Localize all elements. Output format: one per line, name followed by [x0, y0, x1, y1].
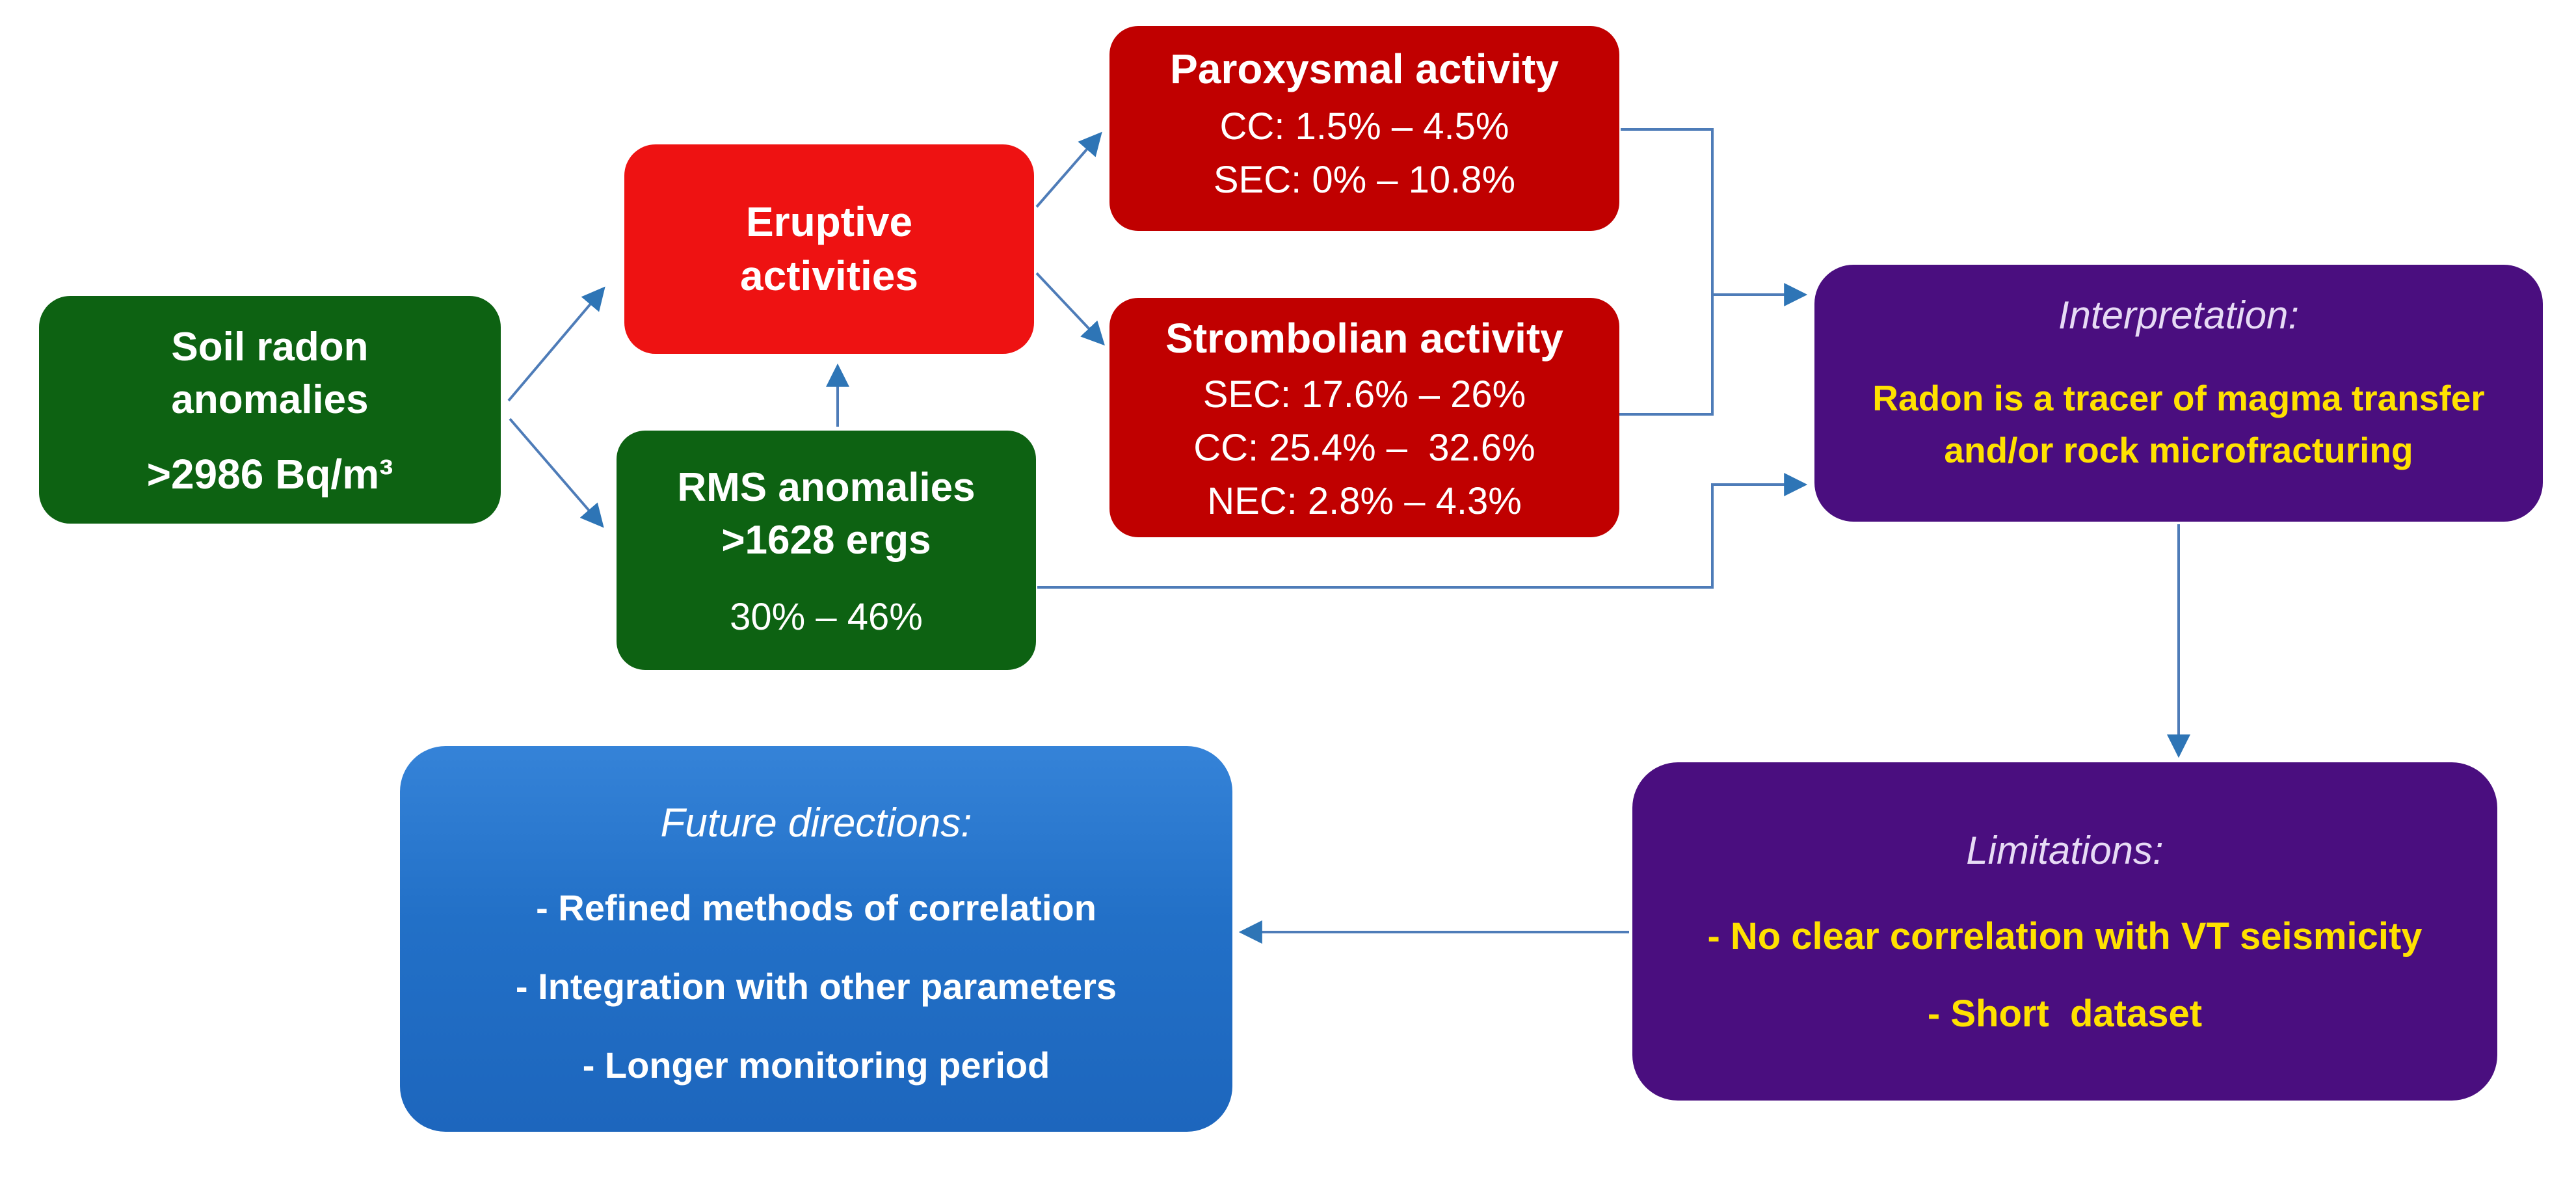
future-bullet-longer-monitoring: - Longer monitoring period: [582, 1045, 1050, 1086]
paroxysmal-cc-range: CC: 1.5% – 4.5%: [1219, 105, 1509, 148]
eruptive-title-line1: Eruptive: [745, 198, 913, 245]
node-limitations: Limitations: - No clear correlation with…: [1632, 762, 2497, 1101]
node-eruptive-activities: Eruptive activities: [624, 144, 1034, 354]
limitations-bullet-vt-seismicity: - No clear correlation with VT seismicit…: [1707, 915, 2423, 957]
eruptive-title-line2: activities: [740, 252, 918, 299]
soil-radon-threshold: >2986 Bq/m³: [146, 450, 393, 498]
future-directions-title: Future directions:: [660, 801, 972, 846]
strombolian-sec-range: SEC: 17.6% – 26%: [1202, 373, 1526, 416]
paroxysmal-title: Paroxysmal activity: [1170, 46, 1559, 92]
node-soil-radon-anomalies: Soil radon anomalies >2986 Bq/m³: [39, 296, 501, 524]
soil-radon-title-line1: Soil radon: [171, 325, 369, 370]
bracket-paroxysmal-strombolian: [1619, 128, 1714, 416]
arrow-eruptive-to-paroxysmal: [1035, 131, 1102, 208]
paroxysmal-sec-range: SEC: 0% – 10.8%: [1213, 158, 1516, 201]
node-strombolian-activity: Strombolian activity SEC: 17.6% – 26% CC…: [1109, 298, 1619, 537]
strombolian-cc-range: CC: 25.4% – 32.6%: [1193, 426, 1535, 469]
soil-radon-title-line2: anomalies: [171, 377, 369, 422]
rms-title-line2: >1628 ergs: [721, 517, 931, 563]
strombolian-nec-range: NEC: 2.8% – 4.3%: [1207, 480, 1522, 523]
interpretation-title: Interpretation:: [2058, 293, 2300, 337]
strombolian-title: Strombolian activity: [1165, 315, 1563, 362]
node-paroxysmal-activity: Paroxysmal activity CC: 1.5% – 4.5% SEC:…: [1109, 26, 1619, 231]
strombolian-values: SEC: 17.6% – 26% CC: 25.4% – 32.6% NEC: …: [1193, 368, 1535, 529]
eruptive-title: Eruptive activities: [740, 195, 918, 303]
interpretation-body-line2: and/or rock microfracturing: [1944, 429, 2413, 470]
arrow-soil-to-rms: [509, 418, 604, 528]
node-rms-anomalies: RMS anomalies >1628 ergs 30% – 46%: [617, 431, 1036, 670]
soil-radon-title: Soil radon anomalies: [171, 321, 368, 426]
arrow-soil-to-eruptive: [507, 286, 605, 402]
interpretation-body-line1: Radon is a tracer of magma transfer: [1872, 378, 2485, 418]
future-bullet-integration: - Integration with other parameters: [515, 966, 1117, 1008]
limitations-bullet-short-dataset: - Short dataset: [1927, 993, 2203, 1035]
rms-title-line1: RMS anomalies: [677, 465, 976, 510]
node-future-directions: Future directions: - Refined methods of …: [400, 746, 1232, 1132]
rms-title: RMS anomalies >1628 ergs: [677, 462, 975, 567]
paroxysmal-values: CC: 1.5% – 4.5% SEC: 0% – 10.8%: [1214, 100, 1515, 207]
interpretation-body: Radon is a tracer of magma transfer and/…: [1872, 373, 2484, 477]
arrow-eruptive-to-strombolian: [1035, 272, 1105, 346]
rms-range: 30% – 46%: [730, 596, 923, 639]
limitations-title: Limitations:: [1966, 829, 2164, 872]
future-bullet-refined-methods: - Refined methods of correlation: [536, 887, 1096, 929]
node-interpretation: Interpretation: Radon is a tracer of mag…: [1814, 265, 2543, 522]
